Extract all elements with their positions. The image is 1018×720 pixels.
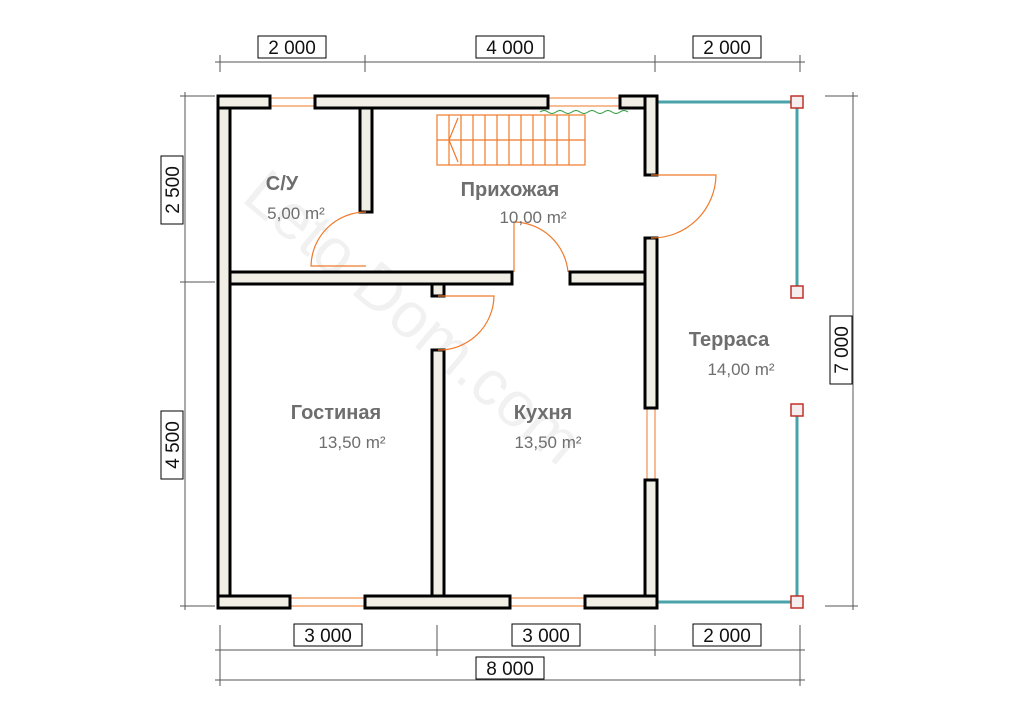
room-label-hallway: Прихожая 10,00 m² bbox=[461, 179, 567, 227]
svg-text:Кухня: Кухня bbox=[514, 402, 572, 424]
door-kitchen bbox=[437, 295, 495, 351]
svg-text:4 500: 4 500 bbox=[163, 421, 184, 469]
window bbox=[509, 597, 586, 607]
terrace-railing bbox=[657, 95, 804, 609]
dim-top-2: 4 000 bbox=[475, 35, 545, 59]
column bbox=[790, 95, 804, 109]
dim-bottom-3: 2 000 bbox=[692, 623, 762, 647]
dim-left-1: 2 500 bbox=[160, 155, 184, 225]
svg-text:13,50 m²: 13,50 m² bbox=[514, 433, 581, 452]
svg-text:13,50 m²: 13,50 m² bbox=[318, 433, 385, 452]
svg-text:3 000: 3 000 bbox=[522, 626, 570, 647]
room-label-bathroom: С/У 5,00 m² bbox=[266, 173, 325, 223]
svg-text:4 000: 4 000 bbox=[486, 38, 534, 59]
svg-text:Прихожая: Прихожая bbox=[461, 179, 560, 201]
dim-bottom-1: 3 000 bbox=[293, 623, 363, 647]
staircase bbox=[436, 114, 586, 166]
window bbox=[547, 97, 621, 107]
svg-text:7 000: 7 000 bbox=[832, 326, 853, 374]
door-hall-kitchen bbox=[513, 221, 569, 273]
dim-total-height: 7 000 bbox=[829, 315, 853, 385]
svg-text:С/У: С/У bbox=[266, 173, 299, 195]
room-label-living-room: Гостиная 13,50 m² bbox=[291, 402, 386, 452]
dimension-lines bbox=[180, 55, 858, 686]
door-bathroom bbox=[310, 211, 367, 267]
dim-total-width: 8 000 bbox=[475, 656, 545, 680]
room-label-kitchen: Кухня 13,50 m² bbox=[514, 402, 582, 452]
column bbox=[790, 403, 804, 417]
svg-text:8 000: 8 000 bbox=[486, 659, 534, 680]
window bbox=[646, 407, 656, 481]
window bbox=[269, 97, 316, 107]
svg-text:3 000: 3 000 bbox=[304, 626, 352, 647]
svg-text:10,00 m²: 10,00 m² bbox=[499, 208, 566, 227]
window bbox=[289, 597, 366, 607]
svg-text:2 000: 2 000 bbox=[703, 626, 751, 647]
column bbox=[790, 285, 804, 299]
svg-text:5,00 m²: 5,00 m² bbox=[267, 204, 325, 223]
doors bbox=[310, 174, 717, 351]
door-entrance bbox=[650, 174, 717, 239]
dimension-labels: 2 000 4 000 2 000 3 000 3 000 2 000 8 00… bbox=[160, 35, 853, 680]
dim-left-2: 4 500 bbox=[160, 410, 184, 480]
svg-text:Гостиная: Гостиная bbox=[291, 402, 381, 424]
radiator bbox=[539, 110, 629, 114]
svg-text:14,00 m²: 14,00 m² bbox=[707, 360, 774, 379]
svg-text:2 000: 2 000 bbox=[703, 38, 751, 59]
dim-bottom-2: 3 000 bbox=[511, 623, 581, 647]
svg-text:2 000: 2 000 bbox=[268, 38, 316, 59]
svg-text:2 500: 2 500 bbox=[163, 166, 184, 214]
room-label-terrace: Терраса 14,00 m² bbox=[689, 329, 775, 379]
dim-top-1: 2 000 bbox=[257, 35, 327, 59]
column bbox=[790, 595, 804, 609]
dim-top-3: 2 000 bbox=[692, 35, 762, 59]
svg-text:Терраса: Терраса bbox=[689, 329, 770, 351]
